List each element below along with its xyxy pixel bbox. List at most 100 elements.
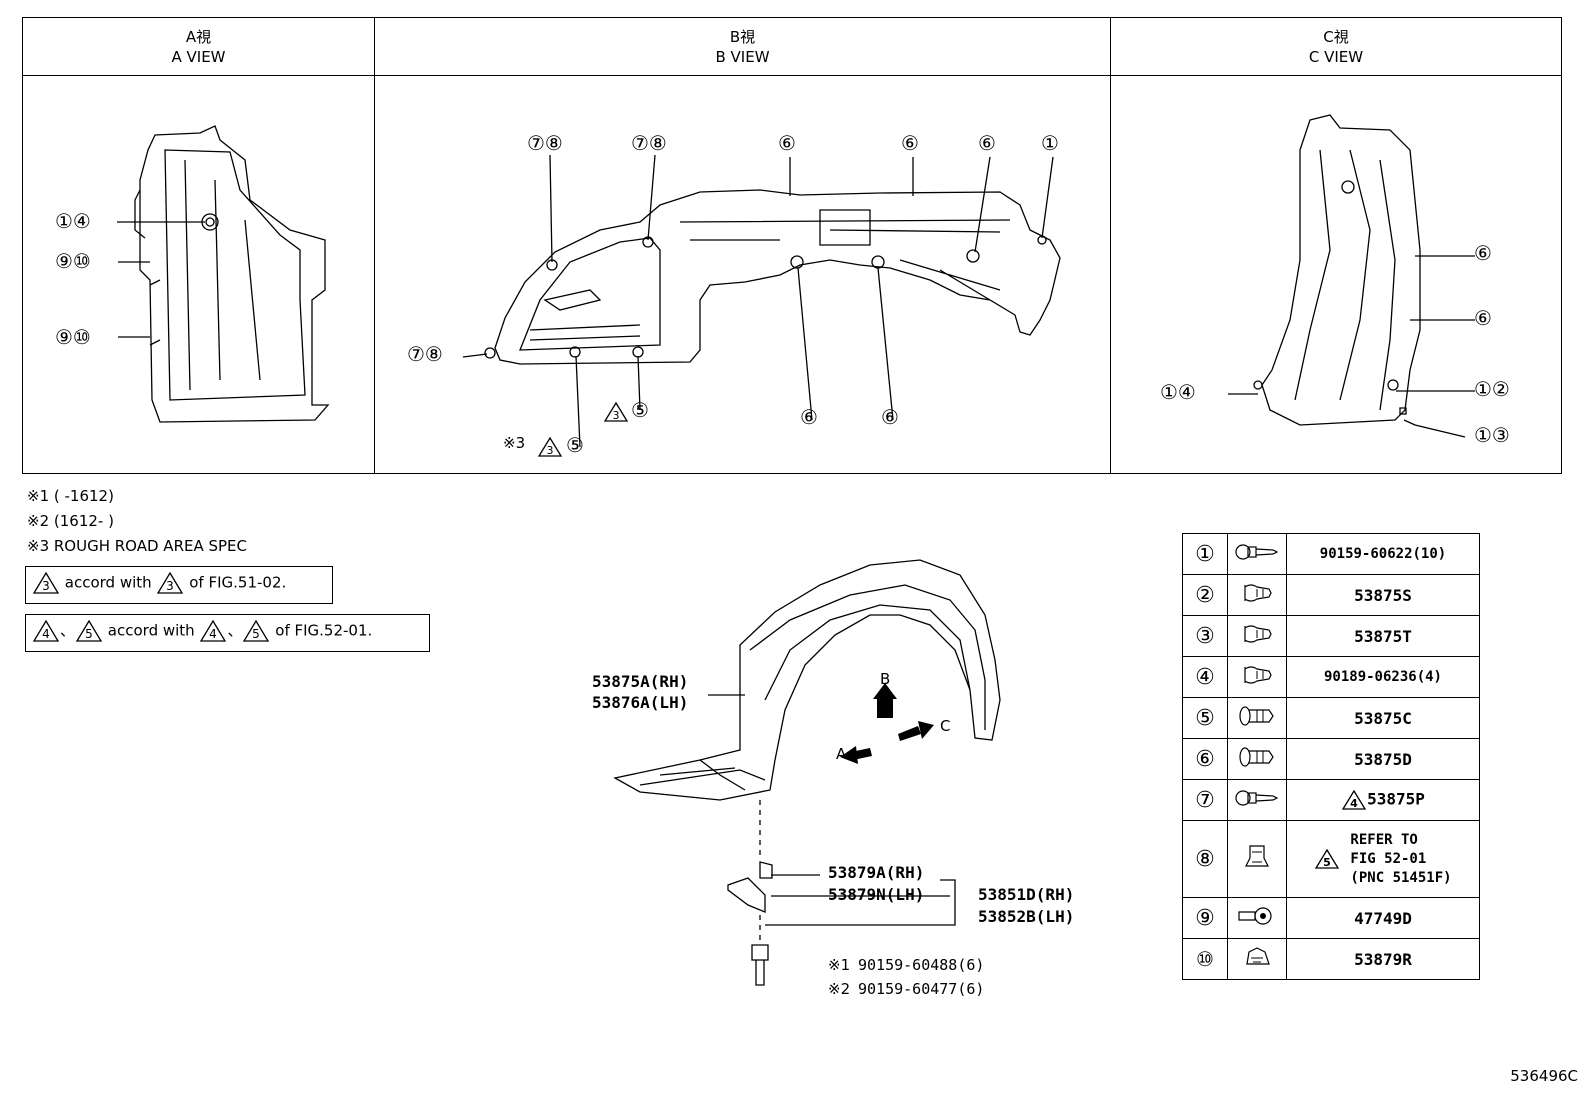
c-view-callout-1-4: ①④: [1160, 380, 1196, 404]
push-clip-icon: [1227, 697, 1287, 739]
screw-icon: [1227, 779, 1287, 821]
warning-triangle-icon: 3: [603, 401, 629, 422]
c-view-title-en: C VIEW: [1308, 48, 1364, 66]
b-view-tri-number-b: 3: [547, 444, 554, 457]
part-label-clip-rh: 53879A(RH): [828, 863, 925, 882]
legend-part-code: 53875S: [1286, 574, 1480, 616]
legend-number: ③: [1182, 615, 1228, 657]
accord1-tri-a: 3: [42, 579, 50, 593]
a-view-panel: A視 A VIEW: [23, 18, 375, 473]
b-view-callout-6-bottom-a: ⑥: [800, 405, 818, 429]
screw-icon: [1227, 533, 1287, 575]
part-label-bolt-2-mark: ※2: [828, 980, 851, 998]
accord2-tri-c: 4: [210, 627, 218, 641]
legend-part-code: 90189-06236(4): [1286, 656, 1480, 698]
b-view-panel: B視 B VIEW: [375, 18, 1111, 473]
b-view-callout-6-c: ⑥: [978, 131, 996, 155]
warning-triangle-icon: 5: [1315, 848, 1340, 869]
legend-row: ⑨ 47749D: [1182, 897, 1480, 939]
retainer-icon: [1227, 938, 1287, 980]
a-view-callout-9-10-lower: ⑨⑩: [55, 325, 91, 349]
accord-note-fig-51-02: 3 accord with 3 of FIG.51-02.: [25, 566, 333, 604]
legend-tri-number: 4: [1350, 797, 1358, 810]
legend-number: ⑦: [1182, 779, 1228, 821]
legend-number: ⑧: [1182, 820, 1228, 898]
legend-refer-note: 5 REFER TO FIG 52-01 (PNC 51451F): [1286, 820, 1480, 898]
grommet-icon: [1227, 897, 1287, 939]
legend-part-code: 4 53875P: [1286, 779, 1480, 821]
b-view-callout-6-a: ⑥: [778, 131, 796, 155]
arrow-label-c: C: [940, 717, 951, 735]
a-view-callout-1-4: ①④: [55, 209, 91, 233]
a-view-liner-drawing: [134, 125, 330, 423]
legend-number: ②: [1182, 574, 1228, 616]
legend-number: ⑨: [1182, 897, 1228, 939]
illustration-id: 536496C: [1510, 1067, 1578, 1085]
views-frame: A視 A VIEW B視 B VIEW C視 C VIEW: [22, 17, 1562, 474]
legend-number: ⑥: [1182, 738, 1228, 780]
b-view-callout-7-8-left: ⑦⑧: [407, 342, 443, 366]
clip-icon: [1227, 656, 1287, 698]
part-label-clip-lh: 53879N(LH): [828, 885, 925, 904]
legend-part-code: 53875D: [1286, 738, 1480, 780]
legend-row: ③ 53875T: [1182, 615, 1480, 657]
c-view-callout-6-a: ⑥: [1474, 241, 1492, 265]
part-label-liner-rh: 53875A(RH): [592, 672, 689, 691]
c-view-callout-6-b: ⑥: [1474, 306, 1492, 330]
legend-row: ⑥ 53875D: [1182, 738, 1480, 780]
refer-line: (PNC 51451F): [1350, 869, 1452, 886]
legend-number: ④: [1182, 656, 1228, 698]
c-view-callout-1-3: ①③: [1474, 423, 1510, 447]
refer-line: REFER TO: [1350, 831, 1418, 848]
nut-clip-icon: [1227, 820, 1287, 898]
push-clip-icon: [1227, 738, 1287, 780]
part-label-bolt-1: 90159-60488(6): [858, 956, 985, 974]
accord1-tail: of FIG.51-02.: [189, 573, 287, 592]
warning-triangle-icon: 5: [75, 619, 103, 642]
part-label-bolt-1-mark: ※1: [828, 956, 851, 974]
warning-triangle-icon: 3: [537, 436, 563, 457]
b-view-tri-number-a: 3: [613, 409, 620, 422]
accord2-tri-d: 5: [253, 627, 261, 641]
warning-triangle-icon: 4: [1341, 789, 1367, 810]
a-view-title-en: A VIEW: [171, 48, 226, 66]
c-view-title-jp: C視: [1323, 28, 1349, 46]
accord1-text: accord with: [64, 573, 152, 592]
a-view-header: A視 A VIEW: [23, 18, 374, 76]
legend-row: ② 53875S: [1182, 574, 1480, 616]
warning-triangle-icon: 3: [157, 571, 184, 594]
part-label-bracket-lh: 53852B(LH): [978, 907, 1075, 926]
note-2: ※2 (1612- ): [27, 512, 114, 530]
c-view-panel: C視 C VIEW: [1111, 18, 1561, 473]
part-label-bracket-rh: 53851D(RH): [978, 885, 1075, 904]
warning-triangle-icon: 4: [32, 619, 60, 642]
b-view-callout-7-8-b: ⑦⑧: [631, 131, 667, 155]
note-3: ※3 ROUGH ROAD AREA SPEC: [27, 537, 248, 555]
legend-row: ④ 90189-06236(4): [1182, 656, 1480, 698]
b-view-callout-1: ①: [1041, 131, 1059, 155]
legend-tri-number: 5: [1324, 856, 1332, 869]
legend-code-text: 53875P: [1367, 789, 1425, 809]
b-view-callout-7-8-a: ⑦⑧: [527, 131, 563, 155]
c-view-header: C視 C VIEW: [1111, 18, 1561, 76]
accord2-tail: of FIG.52-01.: [275, 621, 373, 640]
legend-row: ⑧ 5 REFER TO FIG 52-01 (PNC 51451F): [1182, 820, 1480, 898]
legend-part-code: 53879R: [1286, 938, 1480, 980]
b-view-header: B視 B VIEW: [375, 18, 1110, 76]
b-view-callout-6-b: ⑥: [901, 131, 919, 155]
legend-row: ⑩ 53879R: [1182, 938, 1480, 980]
arrow-label-b: B: [880, 670, 891, 688]
accord2-tri-a: 4: [42, 627, 50, 641]
legend-row: ⑦ 4 53875P: [1182, 779, 1480, 821]
accord2-sep2: 、: [227, 621, 243, 640]
legend-number: ⑩: [1182, 938, 1228, 980]
legend-part-code: 47749D: [1286, 897, 1480, 939]
warning-triangle-icon: 5: [243, 619, 270, 642]
accord-note-fig-52-01: 4、5 accord with 4、5 of FIG.52-01.: [25, 614, 430, 652]
c-view-callout-1-2: ①②: [1474, 377, 1510, 401]
refer-line: FIG 52-01: [1350, 850, 1427, 867]
part-label-liner-lh: 53876A(LH): [592, 693, 689, 712]
legend-part-code: 53875T: [1286, 615, 1480, 657]
accord2-tri-b: 5: [85, 627, 93, 641]
